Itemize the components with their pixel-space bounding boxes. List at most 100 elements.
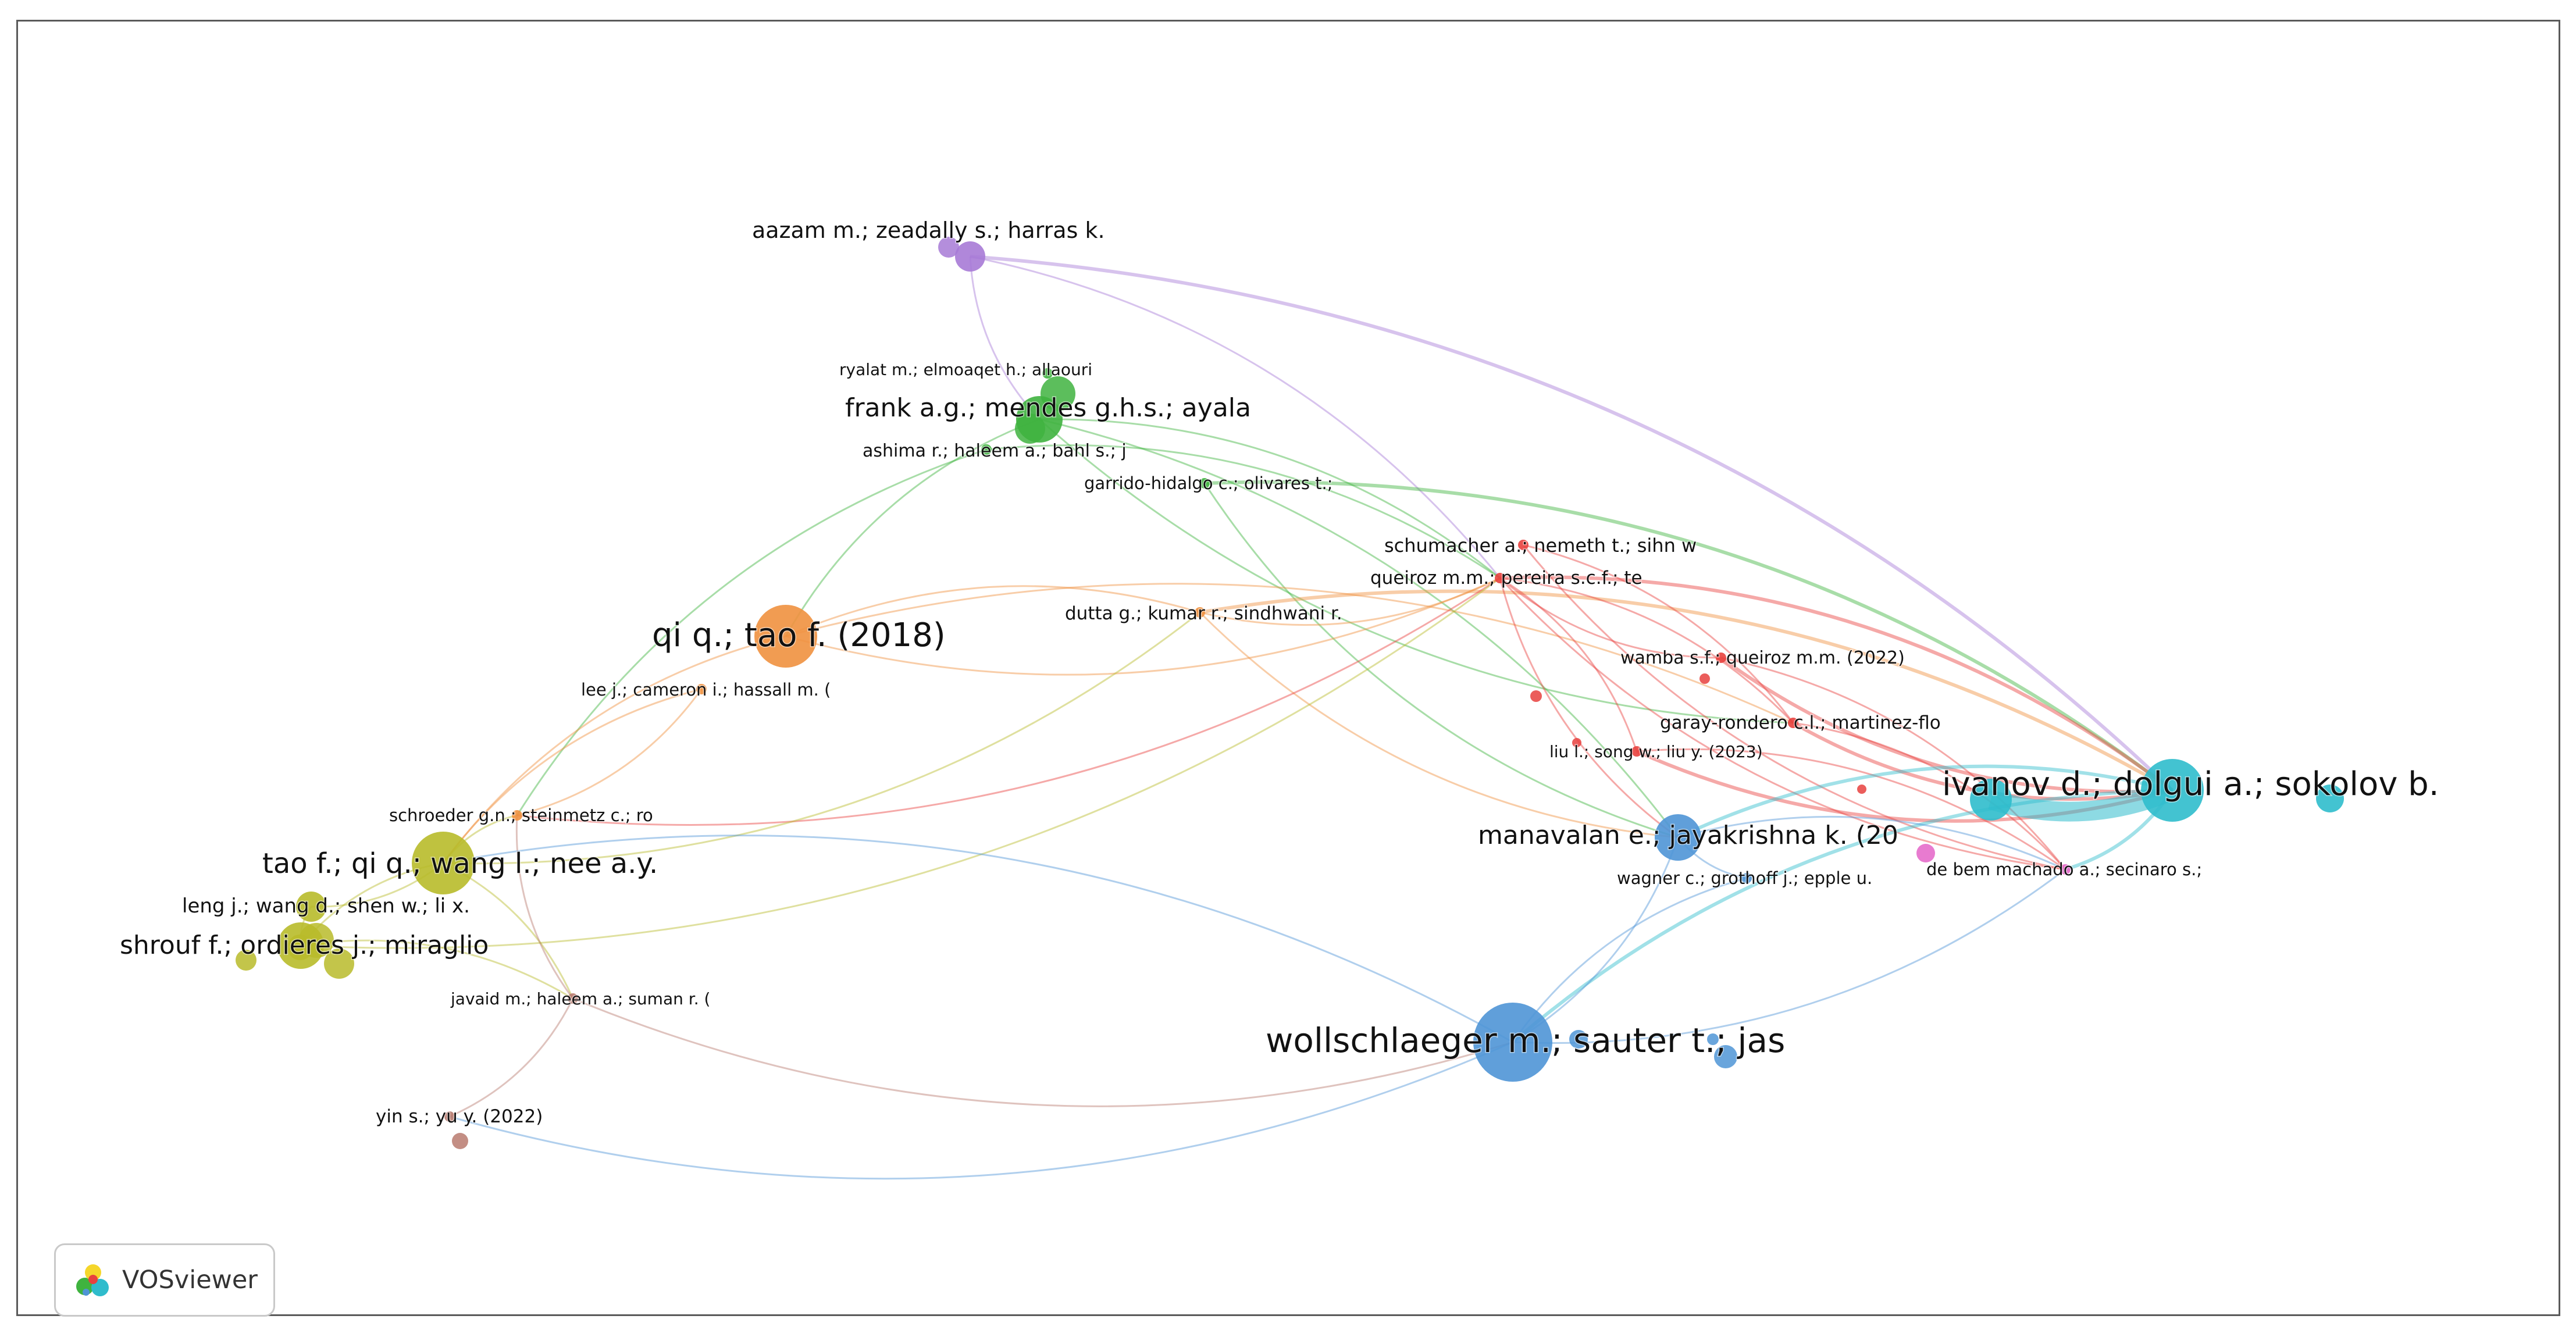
link-manavalan-debem	[1677, 815, 2066, 871]
node-ivanov2[interactable]	[1970, 779, 2012, 821]
node-label-garrido[interactable]: garrido-hidalgo c.; olivares t.;	[1084, 473, 1334, 494]
link-frank-queiroz	[1039, 418, 1501, 579]
link-schumacher-garay	[1523, 544, 1794, 723]
link-qi-tao	[442, 635, 786, 864]
link-queiroz-ivanov	[1499, 575, 2174, 792]
node-aazam[interactable]	[955, 241, 985, 272]
node-wamba[interactable]	[1716, 653, 1726, 663]
node-label-leng[interactable]: leng j.; wang d.; shen w.; li x.	[181, 894, 471, 919]
node-ashima[interactable]	[981, 444, 992, 455]
link-javaid-yin	[449, 998, 574, 1118]
node-yin[interactable]	[444, 1111, 455, 1122]
node-schumacher[interactable]	[1518, 540, 1529, 550]
node-javaid[interactable]	[568, 993, 578, 1004]
node-wagner[interactable]	[1741, 873, 1752, 883]
link-wollschlaeger-tao	[443, 835, 1513, 1043]
link-dutta-manavalan	[1199, 611, 1679, 839]
node-label-manavalan[interactable]: manavalan e.; jayakrishna k. (20	[1477, 820, 1900, 851]
node-label-schumacher[interactable]: schumacher a.; nemeth t.; sihn w	[1384, 534, 1698, 558]
node-wollschlaeger[interactable]	[1473, 1003, 1552, 1082]
bibliometric-network[interactable]: aazam m.; zeadally s.; harras k. ryalat m…	[18, 22, 2562, 1318]
link-queiroz-schroeder	[516, 577, 1501, 826]
link-frank-qi	[785, 418, 1040, 637]
node-satellite-14[interactable]	[287, 935, 313, 960]
link-javaid-wollschlaeger	[572, 997, 1513, 1107]
node-debem[interactable]	[2060, 864, 2071, 875]
node-label-frank[interactable]: frank a.g.; mendes g.h.s.; ayala	[845, 393, 1252, 424]
node-satellite-5[interactable]	[1857, 785, 1866, 794]
link-wollschlaeger-debem	[1512, 868, 2066, 1044]
node-leng[interactable]	[296, 892, 326, 922]
node-label-shrouf[interactable]: shrouf f.; ordieres j.; miraglio	[119, 930, 490, 961]
node-label-wamba[interactable]: wamba s.f.; queiroz m.m. (2022)	[1620, 647, 1906, 669]
link-queiroz-liu	[1499, 577, 1638, 752]
node-satellite-0[interactable]	[938, 237, 959, 258]
node-label-liu[interactable]: liu l.; song w.; liu y. (2023)	[1549, 741, 1764, 762]
link-garrido-manavalan	[1203, 483, 1679, 839]
node-tao[interactable]	[412, 832, 475, 894]
node-queiroz[interactable]	[1495, 573, 1505, 583]
node-label-ryalat[interactable]: ryalat m.; elmoaqet h.; allaouri	[839, 359, 1093, 380]
link-wamba-ivanov	[1720, 656, 2173, 794]
node-satellite-2[interactable]	[1015, 413, 1045, 444]
node-label-ashima[interactable]: ashima r.; haleem a.; bahl s.; j	[862, 440, 1128, 462]
node-manavalan[interactable]	[1655, 814, 1701, 861]
node-satellite-7[interactable]	[1916, 844, 1935, 862]
link-queiroz-debem	[1499, 577, 2066, 871]
node-label-yin[interactable]: yin s.; yu y. (2022)	[375, 1106, 544, 1128]
link-garrido-ivanov	[1204, 480, 2174, 792]
link-dutta-queiroz	[1199, 577, 1501, 626]
link-qi-garay	[785, 583, 1794, 724]
link-wollschlaeger-yin	[449, 1041, 1513, 1180]
link-lee-schroeder	[516, 689, 703, 817]
link-shrouf-javaid	[300, 939, 573, 1000]
node-label-debem[interactable]: de bem machado a.; secinaro s.;	[1926, 859, 2203, 880]
node-label-aazam[interactable]: aazam m.; zeadally s.; harras k.	[751, 217, 1106, 244]
node-garrido[interactable]	[1199, 478, 1210, 489]
link-liu-debem	[1636, 748, 2066, 871]
nodes-layer	[236, 237, 2344, 1149]
link-aazam-queiroz	[970, 255, 1501, 579]
node-label-garay[interactable]: garay-rondero c.l.; martinez-flo	[1659, 712, 1942, 735]
link-queiroz-garay	[1499, 577, 1794, 724]
node-label-wagner[interactable]: wagner c.; grothoff j.; epple u.	[1616, 868, 1873, 889]
node-satellite-8[interactable]	[1569, 1030, 1588, 1049]
node-label-queiroz[interactable]: queiroz m.m.; pereira s.c.f.; te	[1370, 567, 1644, 590]
node-label-schroeder[interactable]: schroeder g.n.; steinmetz c.; ro	[389, 805, 654, 826]
node-label-ivanov[interactable]: ivanov d.; dolgui a.; sokolov b.	[1941, 765, 2440, 804]
node-satellite-4[interactable]	[1699, 673, 1710, 684]
node-satellite-9[interactable]	[1714, 1045, 1737, 1068]
node-label-qi[interactable]: qi q.; tao f. (2018)	[651, 616, 947, 655]
node-ivanov[interactable]	[2141, 759, 2204, 822]
link-schumacher-debem	[1522, 544, 2066, 871]
vosviewer-badge: VOSviewer	[54, 1243, 275, 1317]
node-liu[interactable]	[1631, 746, 1642, 757]
node-qi[interactable]	[754, 605, 817, 668]
node-garay[interactable]	[1788, 718, 1798, 728]
vosviewer-label: VOSviewer	[122, 1265, 258, 1295]
node-satellite-13[interactable]	[236, 950, 256, 971]
link-tao-dutta	[443, 611, 1200, 865]
node-ryalat[interactable]	[1042, 368, 1053, 379]
link-ashima-schroeder	[516, 448, 987, 816]
node-satellite-1[interactable]	[1041, 376, 1075, 411]
link-shrouf-queiroz	[300, 577, 1501, 949]
node-satellite-3[interactable]	[1530, 690, 1542, 702]
node-label-dutta[interactable]: dutta g.; kumar r.; sindhwani r.	[1064, 602, 1344, 625]
node-satellite-12[interactable]	[324, 949, 354, 979]
link-ivanov-wollschlaeger	[1512, 789, 2173, 1044]
node-satellite-10[interactable]	[1707, 1033, 1719, 1045]
node-satellite-15[interactable]	[452, 1133, 468, 1149]
node-satellite-6[interactable]	[1572, 738, 1581, 747]
node-label-javaid[interactable]: javaid m.; haleem a.; suman r. (	[450, 989, 711, 1010]
node-ivanov3[interactable]	[2316, 785, 2344, 812]
link-wamba-debem	[1720, 657, 2066, 870]
node-label-wollschlaeger[interactable]: wollschlaeger m.; sauter t.; jas	[1265, 1020, 1786, 1061]
node-label-lee[interactable]: lee j.; cameron i.; hassall m. (	[580, 679, 832, 701]
node-schroeder[interactable]	[512, 810, 522, 821]
link-queiroz-wamba	[1499, 577, 1722, 659]
network-view[interactable]: aazam m.; zeadally s.; harras k. ryalat m…	[16, 20, 2562, 1318]
node-label-tao[interactable]: tao f.; qi q.; wang l.; nee a.y.	[262, 847, 659, 881]
node-lee[interactable]	[696, 684, 707, 694]
node-dutta[interactable]	[1195, 607, 1205, 618]
